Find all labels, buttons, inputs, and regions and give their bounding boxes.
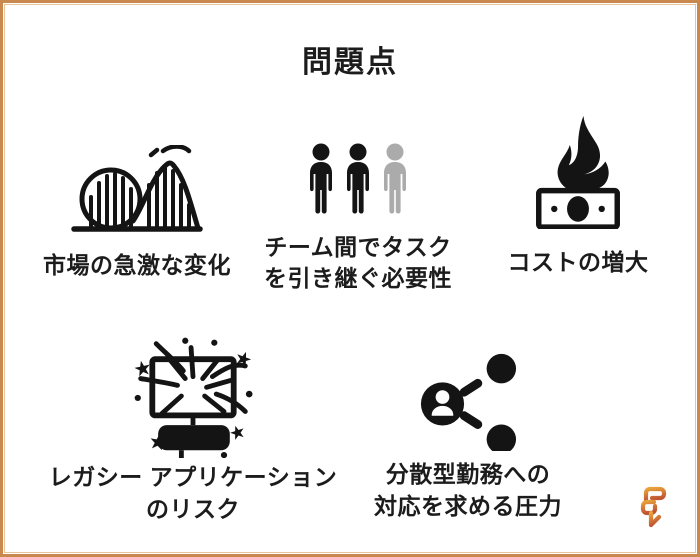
roller-coaster-icon: [71, 145, 203, 232]
exploding-monitor-icon: [133, 337, 253, 458]
brand-monogram-icon: [640, 486, 667, 528]
item-label-line: レガシー アプリケーション: [48, 464, 338, 490]
problem-item-team-handover: チーム間でタスク を引き継ぐ必要性: [238, 143, 478, 294]
item-label-line: チーム間でタスク: [264, 234, 452, 260]
item-label-line: 市場の急激な変化: [43, 252, 231, 278]
problem-item-legacy-risk: レガシー アプリケーション のリスク: [43, 334, 343, 525]
item-label-line: 対応を求める圧力: [374, 493, 562, 519]
item-label-line: を引き継ぐ必要性: [264, 265, 452, 291]
problem-item-distributed-work: 分散型勤務への 対応を求める圧力: [348, 349, 588, 522]
slide-title: 問題点: [302, 46, 398, 79]
item-label-line: コストの増大: [507, 249, 649, 275]
burning-money-icon: [536, 115, 620, 229]
three-people-icon: [310, 143, 406, 214]
person-black-icon: [347, 143, 369, 214]
person-black-icon: [310, 143, 332, 214]
item-label-line: のリスク: [146, 496, 240, 522]
item-label-line: 分散型勤務への: [385, 461, 551, 487]
problem-item-market-change: 市場の急激な変化: [17, 145, 257, 281]
person-gray-icon: [384, 143, 406, 214]
share-network-icon: [420, 353, 517, 451]
problem-item-cost-increase: コストの増大: [458, 114, 697, 278]
brand-monogram-logo: [634, 480, 672, 530]
